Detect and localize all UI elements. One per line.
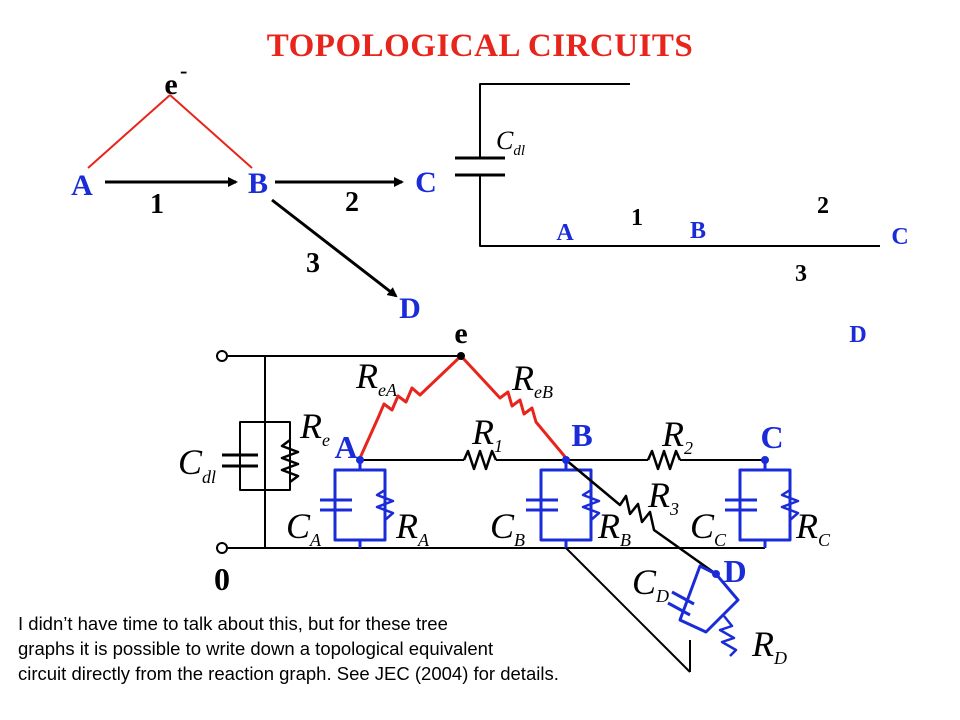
terminal-top bbox=[216, 350, 228, 362]
graph-node-D: D bbox=[399, 292, 421, 325]
edge-label-1: 1 bbox=[150, 189, 164, 220]
tree-circuit-labels: Cdl A B C D 1 2 3 bbox=[496, 126, 909, 348]
page-title: TOPOLOGICAL CIRCUITS bbox=[266, 28, 694, 64]
junction-B bbox=[562, 456, 570, 464]
node-D-rc bbox=[667, 564, 740, 672]
equiv-node-B: B bbox=[571, 417, 592, 453]
junction-D bbox=[712, 570, 720, 578]
rea-resistor bbox=[358, 354, 463, 459]
tree-cdl-label: Cdl bbox=[496, 126, 525, 159]
graph-node-C: C bbox=[415, 166, 437, 199]
cd-label: CD bbox=[632, 562, 669, 606]
graph-node-A: A bbox=[71, 169, 93, 202]
footnote-line-3: circuit directly from the reaction graph… bbox=[18, 663, 559, 684]
rb-label: RB bbox=[597, 506, 631, 550]
rc-label: RC bbox=[795, 506, 831, 550]
electron-superscript: - bbox=[180, 58, 187, 83]
edge-label-3: 3 bbox=[306, 248, 320, 279]
re-label: Re bbox=[299, 406, 330, 450]
tree-resistor-label-3: 3 bbox=[795, 261, 807, 287]
r1-resistor bbox=[462, 449, 498, 471]
cdl-label: Cdl bbox=[178, 442, 216, 487]
arrow-B-D bbox=[271, 198, 398, 298]
node-A-rc bbox=[320, 460, 395, 548]
tree-node-A: A bbox=[556, 220, 574, 246]
node-B-rc bbox=[526, 460, 601, 548]
r3-label: R3 bbox=[647, 475, 679, 519]
r3-resistor bbox=[565, 459, 717, 576]
footnote: I didn’t have time to talk about this, b… bbox=[18, 611, 738, 686]
ca-label: CA bbox=[286, 506, 322, 550]
equiv-zero-label: 0 bbox=[214, 561, 230, 597]
equivalent-circuit-labels: e 0 Cdl Re ReA ReB R1 R2 R3 CA RA CB RB … bbox=[178, 317, 831, 668]
tree-resistor-label-2: 2 bbox=[817, 193, 829, 219]
equiv-node-D: D bbox=[723, 553, 746, 589]
re-resistor bbox=[280, 439, 300, 483]
tree-circuit bbox=[455, 83, 880, 247]
rea-label: ReA bbox=[355, 356, 398, 400]
junction-e bbox=[457, 352, 465, 360]
r2-label: R2 bbox=[661, 414, 693, 458]
reaction-graph: e - A B C D 1 2 3 bbox=[71, 58, 437, 325]
equiv-node-C: C bbox=[760, 419, 783, 455]
reb-resistor bbox=[459, 354, 568, 459]
footnote-line-2: graphs it is possible to write down a to… bbox=[18, 638, 494, 659]
junction-C bbox=[761, 456, 769, 464]
tree-node-B: B bbox=[690, 218, 706, 244]
equiv-node-A: A bbox=[334, 429, 357, 465]
edge-label-2: 2 bbox=[345, 187, 359, 218]
edge-e-A bbox=[87, 94, 171, 169]
node-C-rc bbox=[725, 460, 800, 548]
tree-node-D: D bbox=[849, 322, 866, 348]
ra-label: RA bbox=[395, 506, 430, 550]
rd-label: RD bbox=[751, 624, 787, 668]
equivalent-circuit bbox=[216, 350, 800, 673]
cb-label: CB bbox=[490, 506, 525, 550]
cc-label: CC bbox=[690, 506, 727, 550]
r2-resistor bbox=[646, 449, 682, 471]
tree-node-C: C bbox=[891, 224, 908, 250]
r1-label: R1 bbox=[471, 412, 503, 456]
graph-node-B: B bbox=[248, 167, 268, 200]
footnote-line-1: I didn’t have time to talk about this, b… bbox=[18, 613, 448, 634]
terminal-bottom bbox=[216, 542, 228, 554]
electron-label: e bbox=[164, 68, 177, 101]
equiv-e-label: e bbox=[454, 317, 467, 350]
junction-A bbox=[356, 456, 364, 464]
edge-e-B bbox=[169, 94, 253, 169]
reb-label: ReB bbox=[511, 358, 553, 402]
tree-resistor-label-1: 1 bbox=[631, 205, 643, 231]
